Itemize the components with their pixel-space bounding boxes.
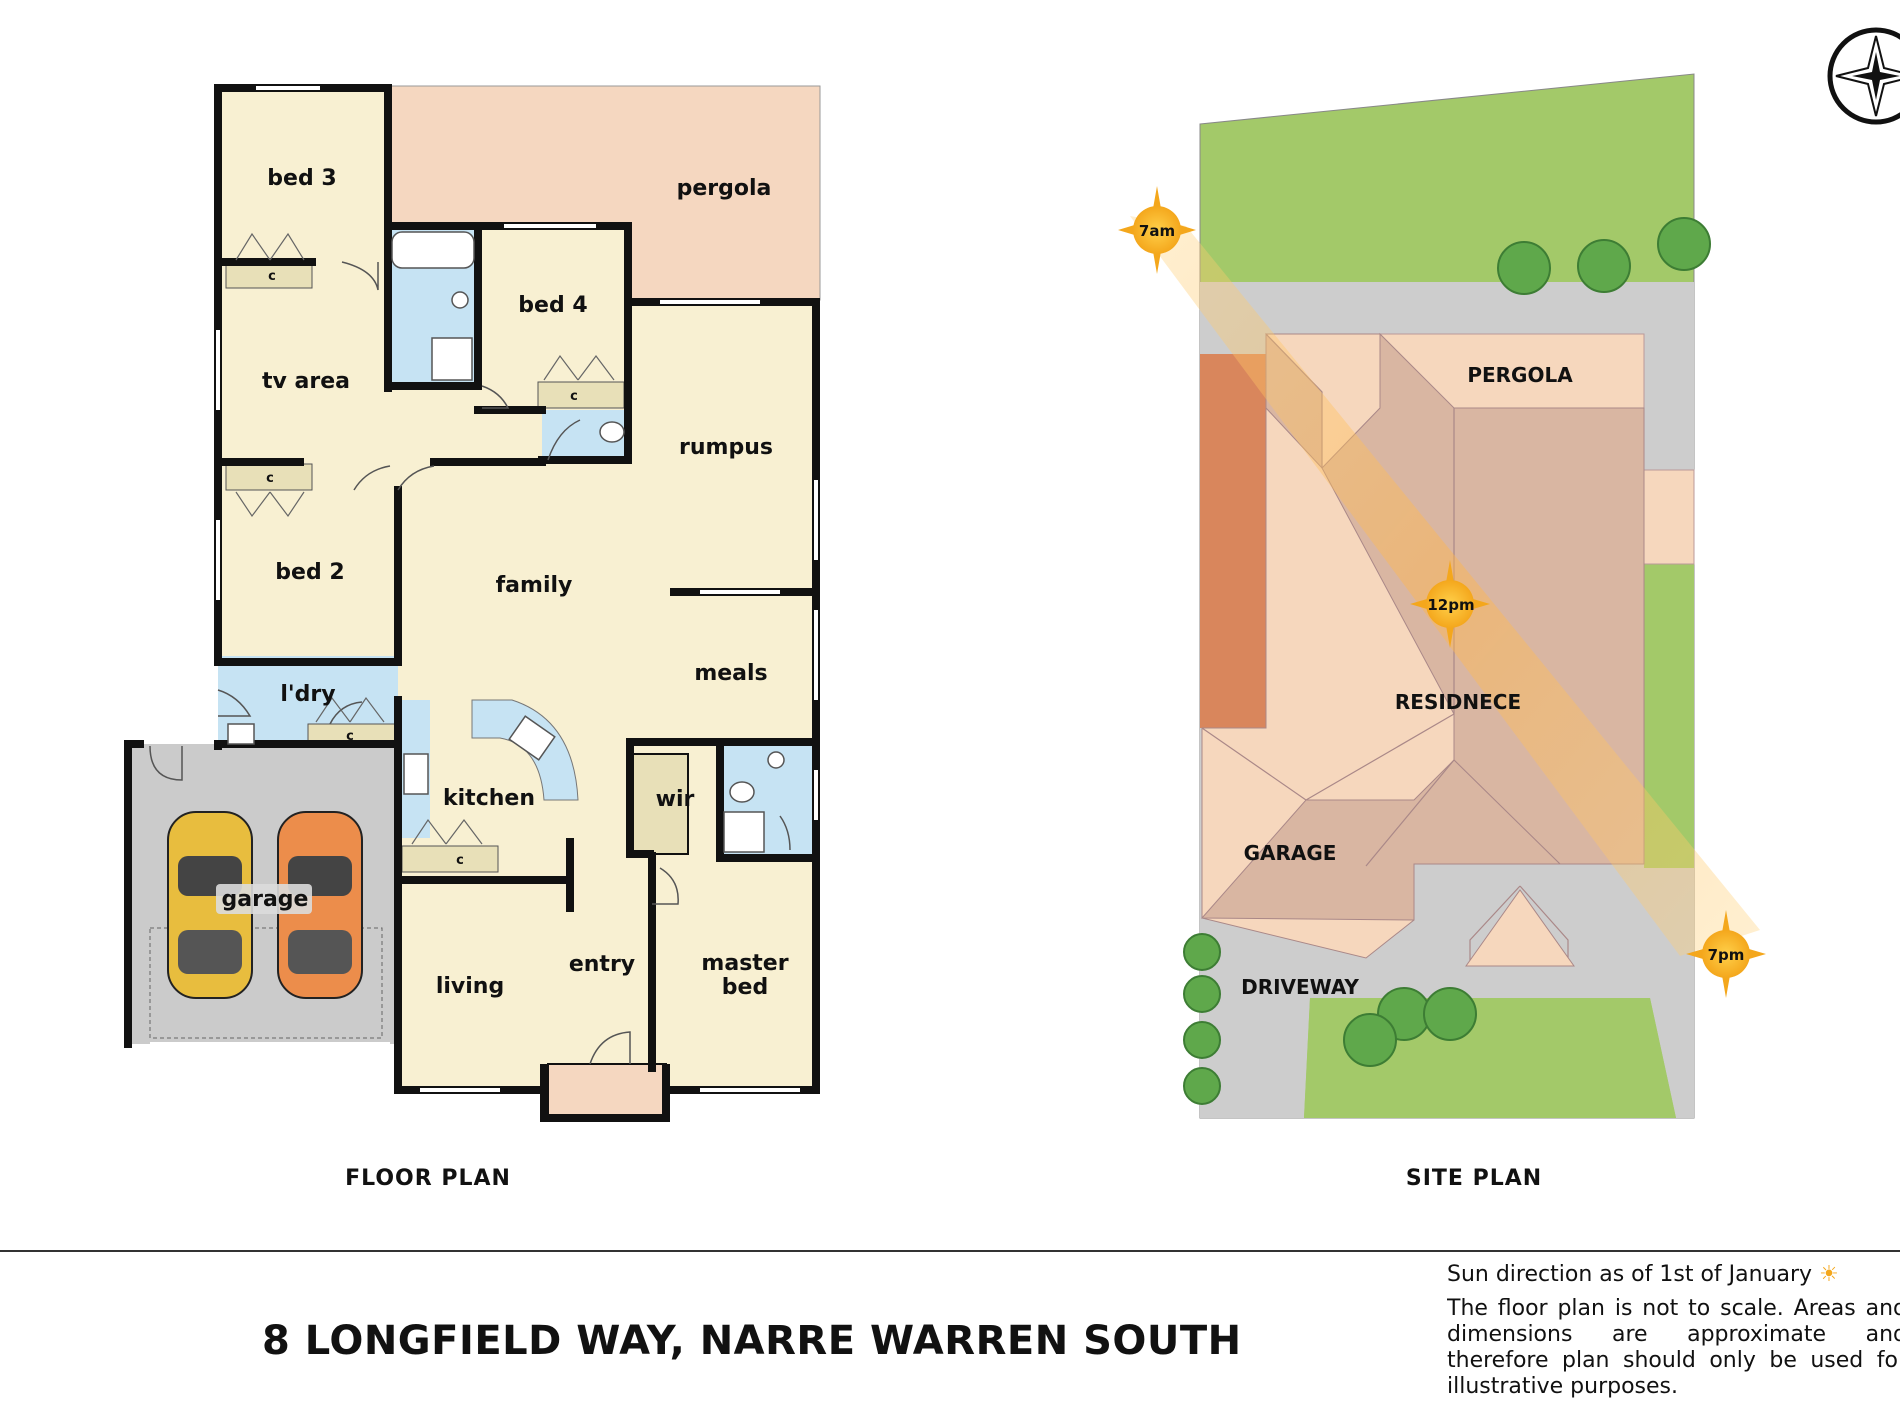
site-label-pergola: PERGOLA <box>1467 363 1573 387</box>
sun-small-icon: ☀ <box>1819 1262 1839 1287</box>
cupboard-label: c <box>266 471 274 486</box>
sun-time-12pm: 12pm <box>1427 596 1474 614</box>
footer-divider <box>0 1250 1900 1252</box>
cupboard-doors <box>235 232 615 845</box>
room-label-wir: wir <box>656 787 695 812</box>
toilet-icon <box>599 421 625 443</box>
site-plan-title: SITE PLAN <box>1406 1166 1542 1191</box>
room-label-pergola: pergola <box>677 176 772 201</box>
room-label-bed2: bed 2 <box>275 560 344 585</box>
room-label-family: family <box>496 573 573 598</box>
room-label-master-bed-2: bed <box>722 975 768 1000</box>
cupboard-kitchen <box>401 845 499 873</box>
ensuite-shower-icon <box>723 811 765 853</box>
room-label-garage: garage <box>222 887 309 912</box>
cupboard-label: c <box>456 853 464 868</box>
east-deck <box>1643 469 1695 565</box>
entry-gable <box>1465 889 1575 967</box>
cupboard-bed3 <box>225 261 313 289</box>
disclaimer-text: The floor plan is not to scale. Areas an… <box>1447 1296 1900 1399</box>
compass-icon <box>1827 27 1900 125</box>
roof-dark-garage <box>1200 759 1562 921</box>
sun-icon <box>1410 560 1490 648</box>
site-label-residence: RESIDNECE <box>1395 690 1521 714</box>
shower-icon <box>431 337 473 381</box>
sun-direction-note: Sun direction as of 1st of January ☀ <box>1447 1262 1900 1288</box>
cooktop-icon <box>403 753 429 795</box>
room-label-meals: meals <box>694 661 767 686</box>
cupboard-bed4 <box>537 381 625 409</box>
ensuite-toilet-icon <box>729 781 755 803</box>
garage-label-bg <box>216 884 312 914</box>
room-label-living: living <box>436 974 504 999</box>
footer-notes: Sun direction as of 1st of January ☀ The… <box>1447 1262 1900 1400</box>
room-label-master-bed-1: master <box>701 951 788 976</box>
sun-icon <box>1118 186 1196 274</box>
floor-plan: bed 3 pergola bed 4 tv area rumpus bed 2… <box>124 84 821 1191</box>
basin-icon <box>451 291 469 309</box>
plan-drawing: bed 3 pergola bed 4 tv area rumpus bed 2… <box>124 27 1900 1191</box>
car-yellow-icon <box>167 811 253 999</box>
floor-plan-title: FLOOR PLAN <box>345 1166 511 1191</box>
sun-icon <box>1686 910 1766 998</box>
room-label-kitchen: kitchen <box>443 786 535 811</box>
room-label-bed4: bed 4 <box>518 293 587 318</box>
room-label-rumpus: rumpus <box>679 435 773 460</box>
sun-direction-text: Sun direction as of 1st of January <box>1447 1262 1813 1287</box>
sun-time-7pm: 7pm <box>1708 946 1745 964</box>
site-plan: 7am 12pm 7pm PERGOLA RESIDNECE GARAGE DR… <box>1118 27 1900 1191</box>
ensuite-basin-icon <box>767 751 785 769</box>
cupboard-label: c <box>268 269 276 284</box>
tree-icons <box>1183 217 1711 1105</box>
entry-porch <box>547 1063 667 1119</box>
sun-time-7am: 7am <box>1139 222 1175 240</box>
side-path <box>1200 354 1266 728</box>
site-label-garage: GARAGE <box>1244 841 1337 865</box>
room-label-bed3: bed 3 <box>267 166 336 191</box>
cupboard-label: c <box>570 389 578 404</box>
bathtub-icon <box>391 231 475 269</box>
site-label-driveway: DRIVEWAY <box>1241 975 1359 999</box>
sink-icon <box>508 715 556 761</box>
room-label-laundry: l'dry <box>280 682 335 707</box>
laundry-tub-icon <box>227 723 255 745</box>
doors <box>149 261 791 1065</box>
property-address: 8 LONGFIELD WAY, NARRE WARREN SOUTH <box>262 1318 1242 1364</box>
garage-parking-outline <box>149 927 383 1039</box>
room-label-tv-area: tv area <box>262 369 350 394</box>
windows <box>150 86 818 1092</box>
room-label-entry: entry <box>569 952 635 977</box>
cupboard-bed2 <box>225 463 313 491</box>
fixtures <box>227 231 785 853</box>
cupboard-label: c <box>346 729 354 744</box>
